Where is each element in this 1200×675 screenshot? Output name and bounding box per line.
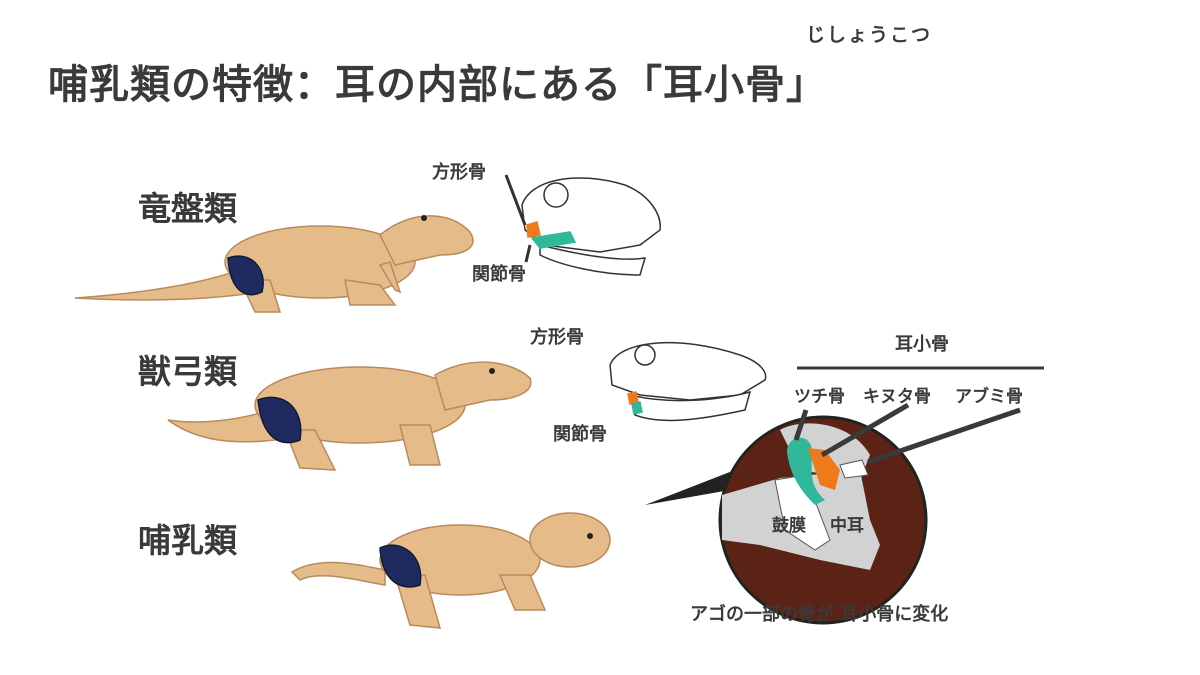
page-title: 哺乳類の特徴：耳の内部にある「耳小骨」: [48, 62, 827, 108]
skull-2-illustration: [609, 341, 767, 422]
middle-ear-label: 中耳: [830, 516, 864, 536]
malleus-label: ツチ骨: [794, 387, 845, 407]
ear-inset: [645, 402, 1021, 625]
group-label-3: 哺乳類: [138, 521, 237, 560]
articular-label-2: 関節骨: [553, 424, 607, 445]
animal-1-illustration: [74, 215, 474, 313]
incus-label: キヌタ骨: [863, 387, 931, 407]
eardrum-label: 鼓膜: [772, 516, 806, 536]
articular-label-1: 関節骨: [472, 264, 526, 285]
animal-3-illustration: [290, 512, 611, 629]
title-ruby: じしょうこつ: [806, 24, 933, 46]
group-label-1: 竜盤類: [138, 189, 237, 228]
group-label-2: 獣弓類: [138, 352, 237, 391]
quadrate-label-1: 方形骨: [432, 162, 486, 183]
skull-1-illustration: [504, 174, 661, 276]
quadrate-label-2: 方形骨: [530, 327, 584, 348]
animal-2-illustration: [167, 361, 532, 471]
ossicles-heading: 耳小骨: [895, 334, 949, 355]
stapes-label: アブミ骨: [955, 387, 1023, 407]
caption: アゴの一部の骨が 耳小骨に変化: [690, 604, 949, 625]
